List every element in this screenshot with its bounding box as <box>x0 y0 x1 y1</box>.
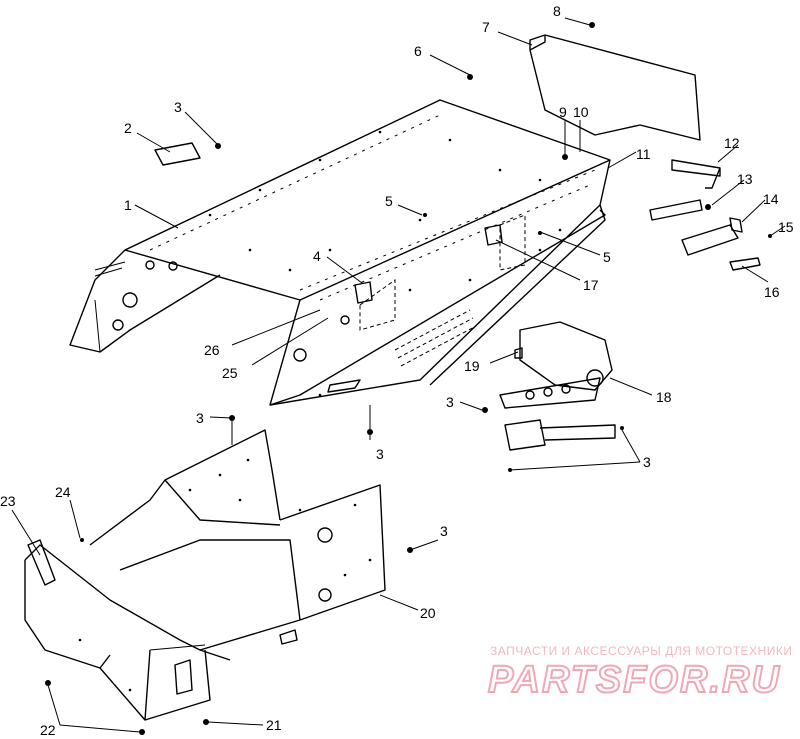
callout-3: 3 <box>643 454 651 470</box>
callout-7: 7 <box>482 19 490 35</box>
callout-20: 20 <box>420 605 436 621</box>
callout-9: 9 <box>559 104 567 120</box>
callout-19: 19 <box>464 358 480 374</box>
callout-4: 4 <box>313 248 321 264</box>
fastener-dots <box>45 22 624 735</box>
watermark-tagline: ЗАПЧАСТИ И АКСЕССУАРЫ ДЛЯ МОТОТЕХНИКИ <box>490 644 792 658</box>
upper-frame-tunnel <box>69 99 611 406</box>
callout-2: 2 <box>124 120 132 136</box>
callout-3: 3 <box>446 394 454 410</box>
callout-11: 11 <box>636 146 651 162</box>
bracket-assembly <box>499 321 616 451</box>
callout-25: 25 <box>222 365 238 381</box>
callout-24: 24 <box>55 484 71 500</box>
callout-23: 23 <box>0 493 16 509</box>
callout-1: 1 <box>124 197 132 213</box>
snow-flap <box>529 34 701 141</box>
lower-chassis <box>24 429 386 721</box>
callout-5: 5 <box>385 193 393 209</box>
right-hardware <box>649 159 772 271</box>
callout-labels: 8 7 6 3 2 9 10 12 11 1 5 13 14 15 5 4 17… <box>0 3 794 738</box>
callout-13: 13 <box>737 171 753 187</box>
callout-15: 15 <box>778 219 794 235</box>
callout-17: 17 <box>583 277 599 293</box>
callout-8: 8 <box>553 3 561 19</box>
decal-plate <box>154 142 201 166</box>
watermark: ЗАПЧАСТИ И АКСЕССУАРЫ ДЛЯ МОТОТЕХНИКИ PA… <box>487 644 792 702</box>
callout-5: 5 <box>603 249 611 265</box>
callout-12: 12 <box>724 135 740 151</box>
callout-26: 26 <box>204 342 220 358</box>
callout-22: 22 <box>40 722 56 738</box>
leader-lines <box>11 17 786 733</box>
callout-3: 3 <box>440 523 448 539</box>
callout-6: 6 <box>414 43 422 59</box>
callout-3: 3 <box>174 99 182 115</box>
callout-21: 21 <box>266 717 282 733</box>
watermark-brand: PARTSFOR.RU <box>488 659 781 701</box>
callout-3: 3 <box>196 410 204 426</box>
callout-3: 3 <box>376 446 384 462</box>
callout-18: 18 <box>656 389 672 405</box>
callout-10: 10 <box>573 104 589 120</box>
callout-14: 14 <box>763 191 779 207</box>
callout-16: 16 <box>764 284 780 300</box>
